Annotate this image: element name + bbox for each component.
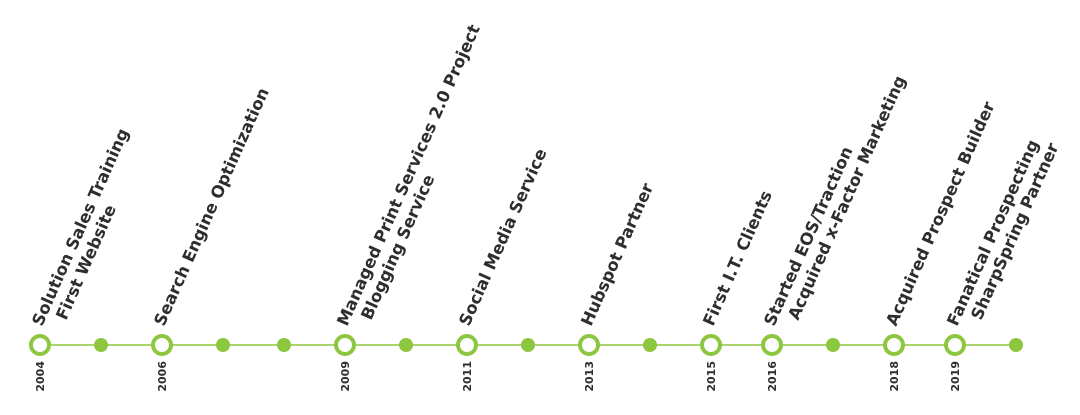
year-label: 2011 bbox=[461, 361, 474, 392]
milestone-ring-marker bbox=[578, 334, 600, 356]
milestone-ring-marker bbox=[334, 334, 356, 356]
year-label: 2004 bbox=[34, 361, 47, 392]
event-label: Hubspot Partner bbox=[577, 180, 657, 329]
timeline-minor-stop bbox=[521, 338, 535, 352]
milestone-ring-marker bbox=[944, 334, 966, 356]
timeline-minor-stop bbox=[277, 338, 291, 352]
minor-dot-marker bbox=[277, 338, 291, 352]
milestone-ring-marker bbox=[700, 334, 722, 356]
event-label: Acquired x-Factor Marketing bbox=[784, 73, 909, 323]
minor-dot-marker bbox=[1009, 338, 1023, 352]
minor-dot-marker bbox=[94, 338, 108, 352]
milestone-ring-marker bbox=[151, 334, 173, 356]
year-label: 2013 bbox=[583, 361, 596, 392]
minor-dot-marker bbox=[826, 338, 840, 352]
timeline-milestone: 2013 Hubspot Partner bbox=[577, 180, 657, 392]
timeline-minor-stop bbox=[643, 338, 657, 352]
minor-dot-marker bbox=[643, 338, 657, 352]
year-label: 2009 bbox=[339, 361, 352, 392]
year-label: 2018 bbox=[888, 361, 901, 392]
milestone-ring-marker bbox=[29, 334, 51, 356]
timeline-minor-stop bbox=[1009, 338, 1023, 352]
milestone-ring-marker bbox=[456, 334, 478, 356]
timeline-minor-stop bbox=[94, 338, 108, 352]
year-label: 2019 bbox=[949, 361, 962, 392]
timeline-milestone: 2015 First I.T. Clients bbox=[699, 188, 776, 392]
milestone-ring-marker bbox=[761, 334, 783, 356]
timeline-minor-stop bbox=[399, 338, 413, 352]
year-label: 2015 bbox=[705, 361, 718, 392]
minor-dot-marker bbox=[521, 338, 535, 352]
event-label: Social Media Service bbox=[455, 146, 550, 329]
timeline-minor-stop bbox=[216, 338, 230, 352]
timeline-minor-stop bbox=[826, 338, 840, 352]
event-label: Search Engine Optimization bbox=[150, 85, 272, 329]
year-label: 2016 bbox=[766, 361, 779, 392]
minor-dot-marker bbox=[216, 338, 230, 352]
timeline-milestone: 2011 Social Media Service bbox=[455, 146, 550, 392]
year-label: 2006 bbox=[156, 361, 169, 392]
event-label: First I.T. Clients bbox=[699, 188, 776, 329]
milestone-ring-marker bbox=[883, 334, 905, 356]
event-label: Managed Print Services 2.0 Project bbox=[333, 22, 484, 329]
minor-dot-marker bbox=[399, 338, 413, 352]
